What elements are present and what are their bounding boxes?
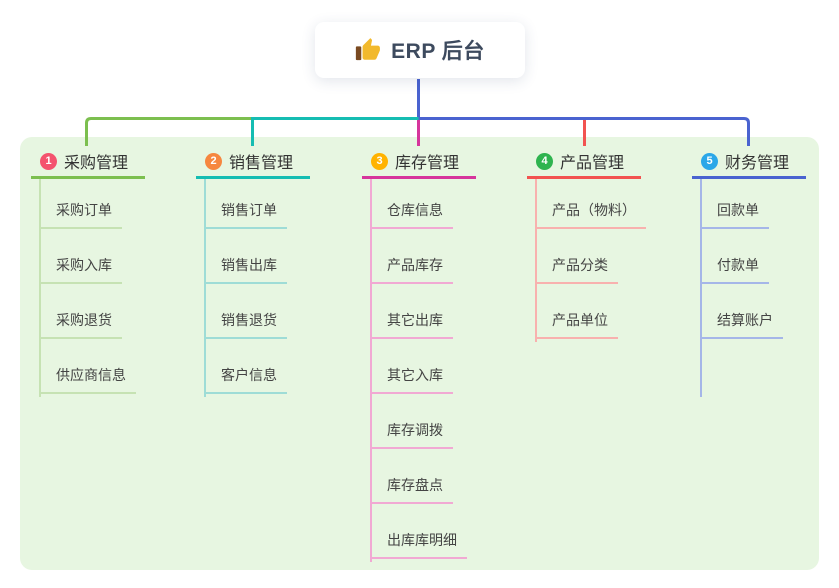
branch-spine-2	[204, 179, 206, 397]
node-item[interactable]: 采购订单	[39, 179, 122, 229]
thumbs-up-icon	[355, 37, 381, 63]
node-item[interactable]: 库存盘点	[370, 449, 453, 504]
node-item[interactable]: 产品单位	[535, 284, 618, 339]
node-item[interactable]: 采购入库	[39, 229, 122, 284]
node-item[interactable]: 仓库信息	[370, 179, 453, 229]
node-item[interactable]: 采购退货	[39, 284, 122, 339]
branch-column-1: 1 采购管理 采购订单 采购入库 采购退货 供应商信息	[31, 146, 145, 397]
branch-title-5[interactable]: 5 财务管理	[692, 146, 806, 179]
node-item[interactable]: 产品分类	[535, 229, 618, 284]
branch-column-3: 3 库存管理 仓库信息 产品库存 其它出库 其它入库 库存调拨 库存盘点 出库库…	[362, 146, 476, 562]
node-item[interactable]: 库存调拨	[370, 394, 453, 449]
branch-title-2[interactable]: 2 销售管理	[196, 146, 310, 179]
node-item[interactable]: 其它入库	[370, 339, 453, 394]
branch-title-1[interactable]: 1 采购管理	[31, 146, 145, 179]
branch-title-text-2: 销售管理	[229, 155, 294, 172]
branch-title-4[interactable]: 4 产品管理	[527, 146, 641, 179]
branch-number-badge-5: 5	[701, 152, 718, 170]
branch-title-text-5: 财务管理	[725, 155, 790, 172]
branch-column-2: 2 销售管理 销售订单 销售出库 销售退货 客户信息	[196, 146, 310, 397]
node-item[interactable]: 回款单	[700, 179, 769, 229]
branch-title-3[interactable]: 3 库存管理	[362, 146, 476, 179]
branch-spine-5	[700, 179, 702, 397]
branch-column-4: 4 产品管理 产品（物料） 产品分类 产品单位	[527, 146, 646, 342]
node-item[interactable]: 销售出库	[204, 229, 287, 284]
node-item[interactable]: 产品（物料）	[535, 179, 646, 229]
node-item[interactable]: 销售订单	[204, 179, 287, 229]
branch-number-badge-3: 3	[371, 152, 388, 170]
node-item[interactable]: 产品库存	[370, 229, 453, 284]
root-node-title: ERP 后台	[391, 40, 485, 63]
branch-number-badge-4: 4	[536, 152, 553, 170]
branch-column-5: 5 财务管理 回款单 付款单 结算账户	[692, 146, 806, 397]
branch-title-text-3: 库存管理	[395, 155, 460, 172]
node-item[interactable]: 销售退货	[204, 284, 287, 339]
node-item[interactable]: 供应商信息	[39, 339, 136, 394]
node-item[interactable]: 出库库明细	[370, 504, 467, 559]
branch-number-badge-1: 1	[40, 152, 57, 170]
node-item[interactable]: 付款单	[700, 229, 769, 284]
branch-spine-3	[370, 179, 372, 562]
mindmap-background-panel	[20, 137, 819, 570]
branch-title-text-4: 产品管理	[560, 155, 625, 172]
node-item[interactable]: 其它出库	[370, 284, 453, 339]
branch-spine-4	[535, 179, 537, 342]
branch-spine-1	[39, 179, 41, 397]
root-node-erp[interactable]: ERP 后台	[315, 22, 525, 78]
node-item[interactable]: 结算账户	[700, 284, 783, 339]
node-item[interactable]: 客户信息	[204, 339, 287, 394]
branch-title-text-1: 采购管理	[64, 155, 129, 172]
branch-number-badge-2: 2	[205, 152, 222, 170]
